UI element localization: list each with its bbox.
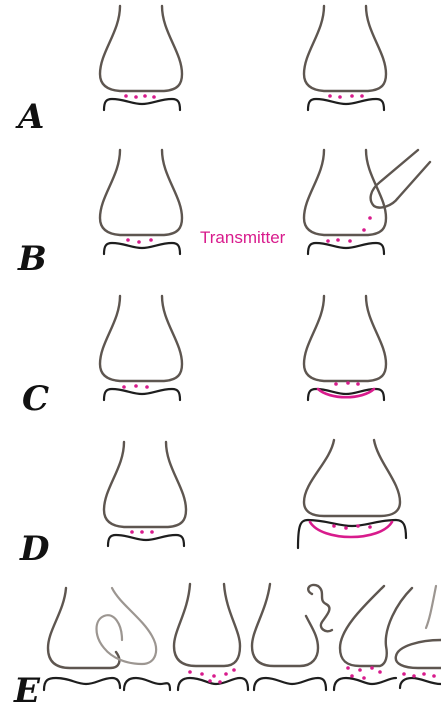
row-a: A [15, 6, 386, 137]
row-b: B Transmitter [17, 150, 430, 279]
receptor-response [310, 522, 392, 537]
synapse-a-left [100, 6, 182, 110]
row-label-c: C [22, 379, 49, 419]
synapse-b-left [100, 150, 182, 254]
terminal-e3 [174, 584, 240, 666]
terminal-e2 [97, 588, 157, 664]
terminal-e6 [396, 640, 441, 668]
synapse-d-left [104, 442, 186, 546]
row-label-d: D [19, 529, 50, 569]
post-e3 [178, 678, 248, 690]
synapse-d-right [298, 440, 406, 548]
synapse-a-right [304, 6, 386, 110]
row-d: D [19, 440, 406, 569]
row-label-e: E [13, 671, 41, 709]
synapse-c-right [304, 296, 386, 400]
row-c: C [22, 296, 386, 419]
post-e1 [44, 678, 120, 690]
row-e: E [13, 584, 441, 709]
synapse-b-right [304, 150, 386, 254]
wavy-process [308, 585, 332, 631]
post-e6 [400, 678, 441, 688]
row-label-b: B [17, 239, 47, 279]
post-e4 [254, 678, 326, 690]
terminal-e5 [340, 586, 412, 666]
transmitter-label: Transmitter [200, 228, 286, 247]
probe [371, 150, 430, 208]
synapse-c-left [100, 296, 182, 400]
terminal-e4 [252, 584, 318, 666]
terminal-e1 [48, 588, 119, 668]
post-e5 [334, 678, 396, 690]
post-e2 [124, 678, 170, 690]
row-label-a: A [15, 97, 44, 137]
terminal-e6-light [426, 586, 436, 628]
